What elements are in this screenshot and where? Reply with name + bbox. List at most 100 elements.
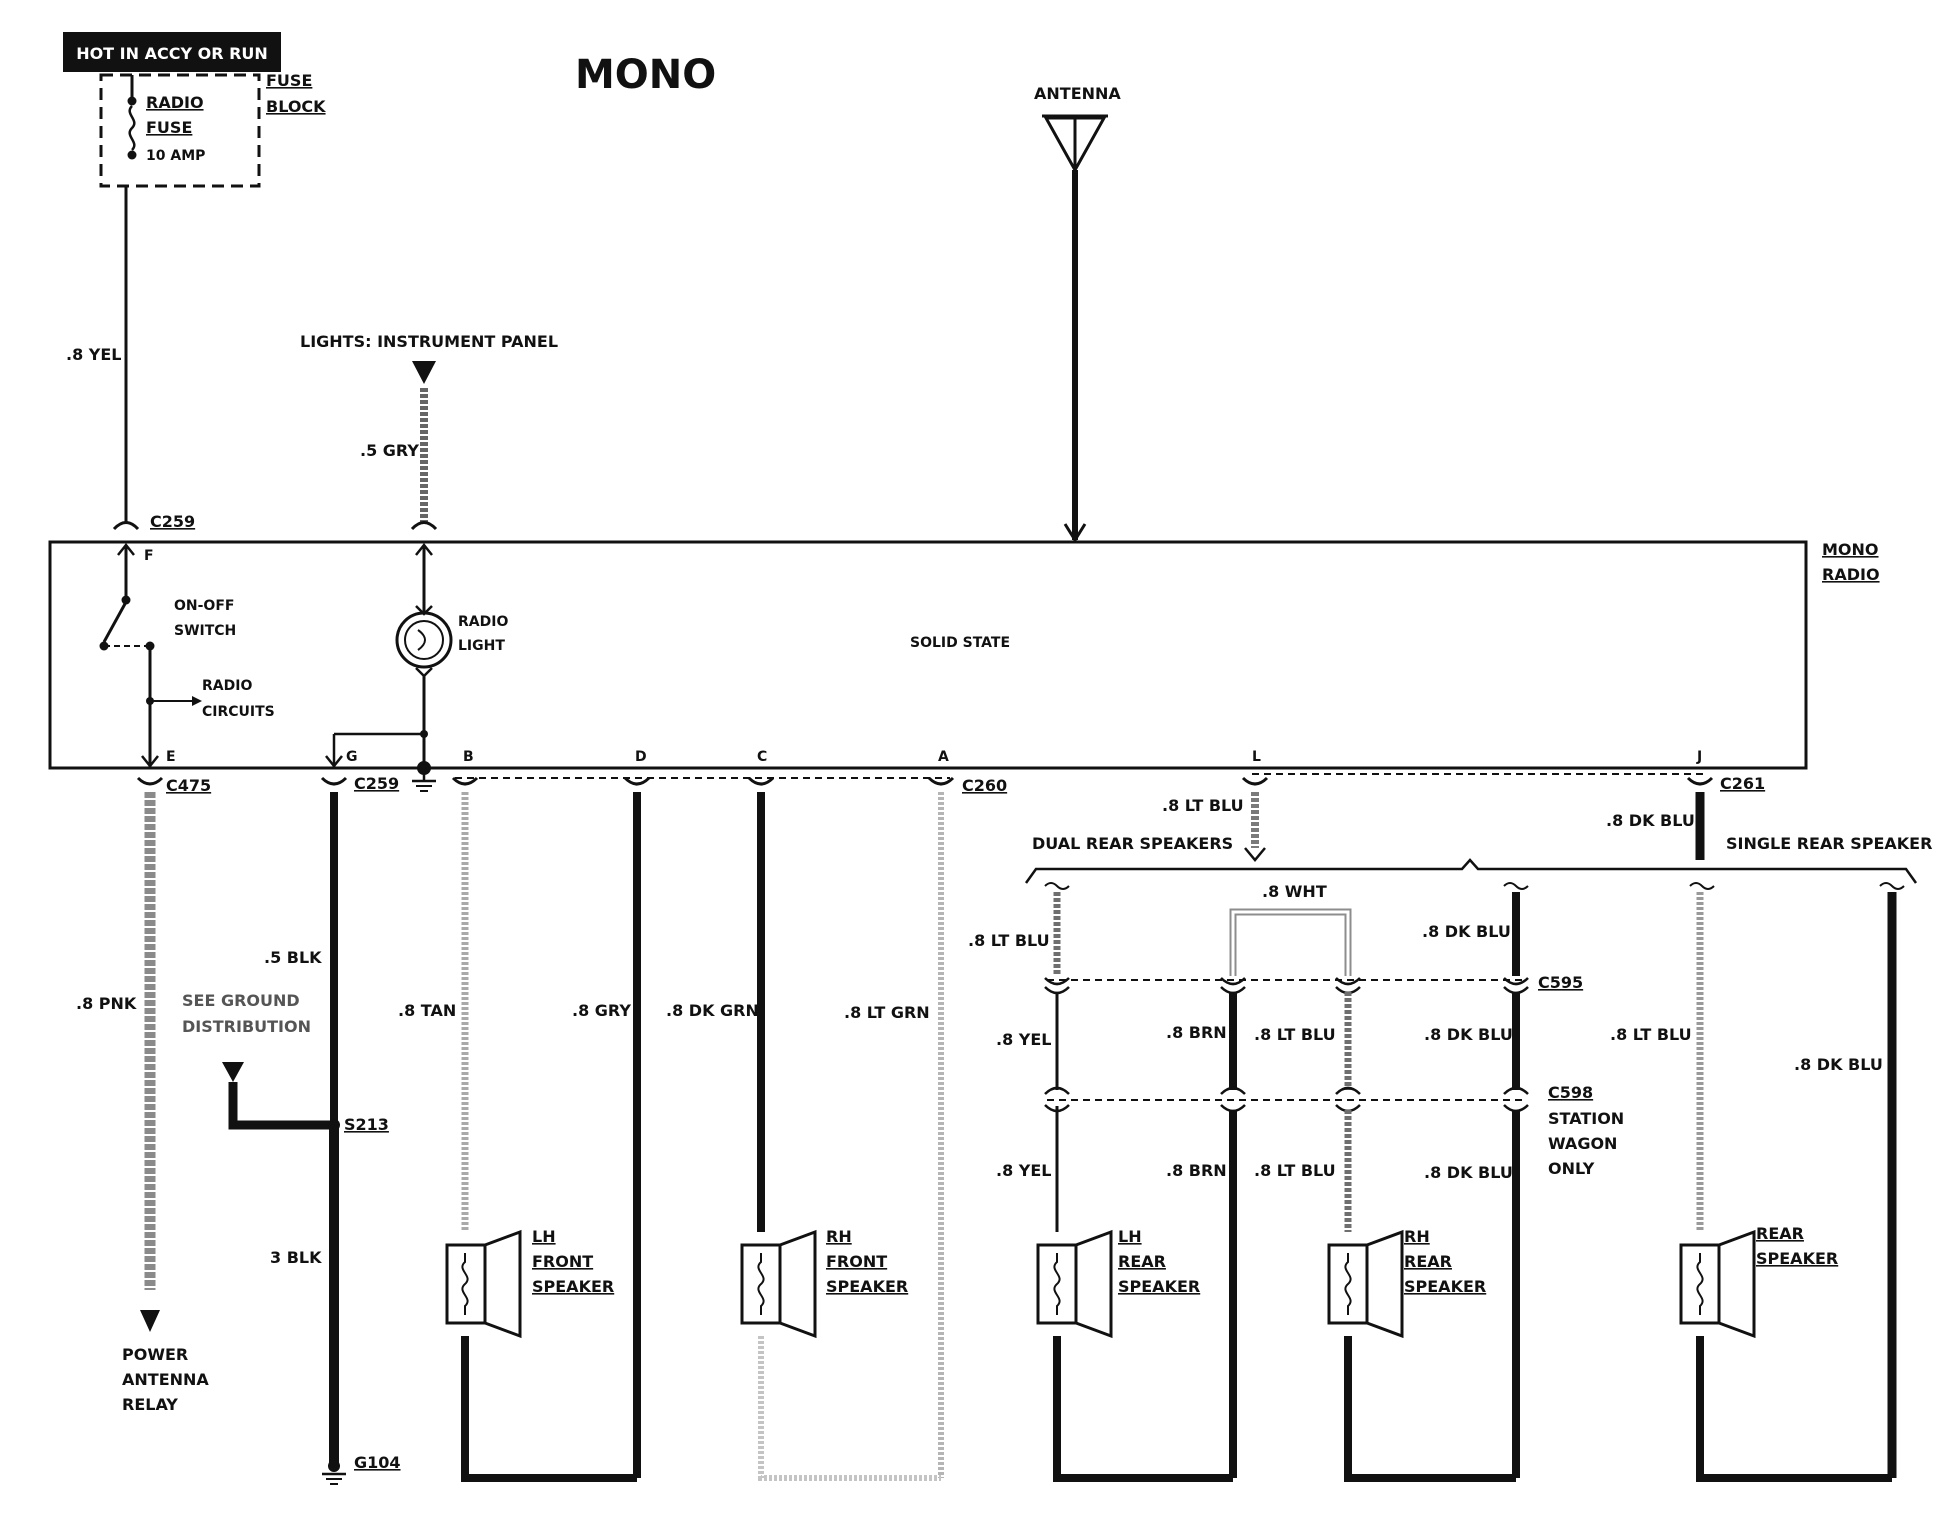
power-antenna-label-3: RELAY bbox=[122, 1395, 178, 1414]
lh-front-speaker-label-3: SPEAKER bbox=[532, 1277, 614, 1296]
connector-a-symbol bbox=[927, 776, 955, 786]
wire-label-ltblu-l: .8 LT BLU bbox=[1162, 796, 1244, 815]
connector-c259-top-label: C259 bbox=[150, 512, 195, 531]
wire-label-brn-a: .8 BRN bbox=[1166, 1023, 1227, 1042]
wire-label-yel-feed: .8 YEL bbox=[66, 345, 122, 364]
lh-front-return-wire bbox=[461, 1336, 637, 1482]
station-wagon-label-1: STATION bbox=[1548, 1109, 1624, 1128]
antenna-input-arrow-icon bbox=[1063, 523, 1087, 543]
rh-front-speaker-coil bbox=[757, 1253, 765, 1315]
wire-wht-jumper bbox=[1229, 908, 1352, 976]
power-condition-box bbox=[63, 32, 281, 72]
break-symbol-rh-rear bbox=[1503, 882, 1529, 890]
wire-label-blk5: .5 BLK bbox=[264, 948, 322, 967]
lh-rear-speaker-label-1: LH bbox=[1118, 1227, 1142, 1246]
fuse-element-icon bbox=[128, 105, 136, 151]
pin-l-label: L bbox=[1252, 749, 1261, 765]
fuse-rating: 10 AMP bbox=[146, 148, 205, 164]
ground-g104-label: G104 bbox=[354, 1453, 401, 1472]
mono-radio-box bbox=[48, 540, 1808, 770]
ground-ref-wire bbox=[228, 1082, 334, 1130]
fuse-name-1: RADIO bbox=[146, 93, 204, 112]
rh-front-return-wire bbox=[758, 1336, 941, 1481]
pin-d-label: D bbox=[635, 749, 647, 765]
connector-c598-label: C598 bbox=[1548, 1083, 1593, 1102]
connector-l-symbol bbox=[1241, 776, 1269, 786]
connector-c259-top-symbol bbox=[112, 521, 140, 531]
rh-front-speaker-label-3: SPEAKER bbox=[826, 1277, 908, 1296]
wire-label-dkgrn: .8 DK GRN bbox=[666, 1001, 759, 1020]
radio-name-2: RADIO bbox=[1822, 565, 1880, 584]
fuse-terminal-top bbox=[127, 96, 137, 106]
diagram-title: MONO bbox=[575, 52, 716, 98]
lh-front-speaker-coil bbox=[461, 1253, 469, 1315]
radio-circuits-label-2: CIRCUITS bbox=[202, 704, 275, 720]
connector-lights-symbol bbox=[410, 521, 438, 531]
pin-g-arrow-icon bbox=[325, 755, 343, 769]
wire-label-yel-b: .8 YEL bbox=[996, 1161, 1052, 1180]
option-bracket bbox=[1024, 858, 1918, 884]
splice-s213-label: S213 bbox=[344, 1115, 389, 1134]
rh-front-speaker-label-1: RH bbox=[826, 1227, 852, 1246]
wire-label-ltblu-b: .8 LT BLU bbox=[1254, 1161, 1336, 1180]
lh-rear-speaker-label-3: SPEAKER bbox=[1118, 1277, 1200, 1296]
lights-arrow-icon bbox=[412, 361, 436, 384]
rear-speaker-return-wire bbox=[1696, 1336, 1892, 1482]
connector-c475-label: C475 bbox=[166, 776, 211, 795]
pin-c-label: C bbox=[757, 749, 767, 765]
switch-label-1: ON-OFF bbox=[174, 598, 234, 614]
wire-label-blk3: 3 BLK bbox=[270, 1248, 322, 1267]
connector-c259-bot-label: C259 bbox=[354, 774, 399, 793]
ground-ref-label-2: DISTRIBUTION bbox=[182, 1017, 311, 1036]
rear-speaker-label-1: REAR bbox=[1756, 1224, 1804, 1243]
wire-ltblu-l-arrow-icon bbox=[1244, 847, 1266, 862]
rear-speaker-coil bbox=[1696, 1253, 1704, 1315]
power-condition-label: HOT IN ACCY OR RUN bbox=[76, 44, 268, 63]
fuse-terminal-bottom bbox=[127, 150, 137, 160]
antenna-label: ANTENNA bbox=[1034, 84, 1121, 103]
rh-rear-speaker-coil bbox=[1344, 1253, 1352, 1315]
ground-ref-arrow-icon bbox=[222, 1062, 244, 1082]
wire-label-wht: .8 WHT bbox=[1262, 882, 1327, 901]
radio-solid-state: SOLID STATE bbox=[910, 635, 1010, 651]
c598-arc-lh bbox=[1044, 1086, 1070, 1113]
switch-blade-icon bbox=[102, 601, 128, 643]
wire-label-dkblu-a: .8 DK BLU bbox=[1424, 1025, 1513, 1044]
wire-label-dkblu-j: .8 DK BLU bbox=[1606, 811, 1695, 830]
group-label-dual: DUAL REAR SPEAKERS bbox=[1032, 834, 1233, 853]
lights-label: LIGHTS: INSTRUMENT PANEL bbox=[300, 332, 558, 351]
radio-light-label-1: RADIO bbox=[458, 614, 508, 630]
station-wagon-label-3: ONLY bbox=[1548, 1159, 1595, 1178]
switch-contact-top bbox=[121, 595, 131, 605]
lh-front-speaker-label-1: LH bbox=[532, 1227, 556, 1246]
radio-name-1: MONO bbox=[1822, 540, 1879, 559]
wire-label-yel-a: .8 YEL bbox=[996, 1030, 1052, 1049]
power-antenna-arrow-icon bbox=[140, 1310, 160, 1332]
wire-label-ltblu-single: .8 LT BLU bbox=[1610, 1025, 1692, 1044]
connector-c259-bot-symbol bbox=[320, 776, 348, 786]
pin-f-label: F bbox=[144, 548, 154, 564]
station-wagon-label-2: WAGON bbox=[1548, 1134, 1617, 1153]
radio-circuits-arrow-icon bbox=[192, 696, 202, 706]
lh-rear-speaker-label-2: REAR bbox=[1118, 1252, 1166, 1271]
pin-j-label: J bbox=[1696, 749, 1702, 765]
wire-wht-jumper-core bbox=[1231, 910, 1350, 976]
ground-ref-label-1: SEE GROUND bbox=[182, 991, 300, 1010]
switch-label-2: SWITCH bbox=[174, 623, 236, 639]
power-antenna-label-2: ANTENNA bbox=[122, 1370, 209, 1389]
lh-rear-speaker-cone bbox=[1074, 1229, 1113, 1339]
wire-label-gry: .8 GRY bbox=[572, 1001, 631, 1020]
radio-light-label-2: LIGHT bbox=[458, 638, 505, 654]
wire-label-gry-lights: .5 GRY bbox=[360, 441, 419, 460]
pin-a-label: A bbox=[938, 749, 949, 765]
wire-label-brn-b: .8 BRN bbox=[1166, 1161, 1227, 1180]
c595-arc-lh bbox=[1044, 977, 1070, 995]
power-antenna-label-1: POWER bbox=[122, 1345, 188, 1364]
wire-label-ltgrn: .8 LT GRN bbox=[844, 1003, 930, 1022]
light-arrow-out-icon bbox=[415, 667, 433, 678]
rh-rear-return-wire bbox=[1344, 1336, 1516, 1482]
lh-front-speaker-cone bbox=[483, 1229, 522, 1339]
connector-b-symbol bbox=[451, 776, 479, 786]
fuse-block-outline bbox=[99, 73, 261, 188]
fuse-block-label-2: BLOCK bbox=[266, 97, 326, 116]
